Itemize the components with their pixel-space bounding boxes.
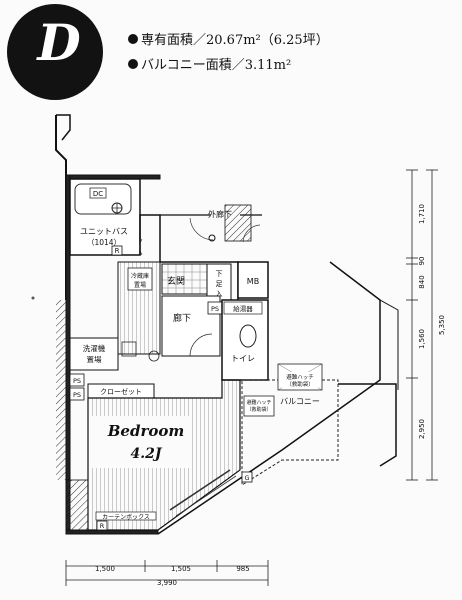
stray-mark: [31, 296, 35, 300]
wall-hatch-bottom: [65, 479, 89, 531]
hatch-2-label: 避難ハッチ: [246, 399, 271, 406]
stove-burner: [148, 350, 160, 362]
unit-bath-room: [69, 178, 141, 256]
wall-hatch-left: [56, 300, 66, 480]
dim-right-total: 5,350: [438, 315, 446, 335]
fridge-label-1: 冷蔵庫: [131, 272, 149, 280]
toilet-label: トイレ: [231, 354, 255, 363]
entrance-label: 玄関: [167, 275, 185, 287]
ps-label-2: PS: [73, 377, 81, 385]
bathtub: [74, 183, 132, 215]
hallway-label: 廊下: [173, 312, 191, 324]
ps-label-1: PS: [211, 305, 219, 313]
outer-corridor-label: 外廊下: [208, 209, 232, 219]
r-mark-bottom: R: [100, 522, 105, 530]
laundry-label-2: 置場: [87, 354, 102, 364]
shoe-box-label-3: 入: [216, 290, 223, 298]
water-heater-label: 給湯器: [233, 304, 253, 313]
unit-bath-size-label: （1014）: [87, 238, 121, 247]
right-dimensions: [406, 169, 438, 481]
fridge-label-2: 置場: [134, 281, 146, 289]
bedroom-name-label: Bedroom: [107, 422, 185, 440]
meter-box: [237, 261, 269, 299]
dim-right-2: 90: [418, 257, 426, 266]
entry-light: [208, 234, 216, 242]
bullet-icon: [128, 59, 138, 69]
toilet-bowl: [239, 324, 257, 348]
dim-right-3: 840: [418, 275, 426, 288]
mb-label: MB: [247, 277, 259, 286]
type-badge: D TYPE: [3, 2, 111, 106]
private-area-text: 専有面積／20.67m²（6.25坪）: [141, 33, 329, 48]
dim-right-4: 1,560: [418, 329, 426, 349]
sink: [121, 341, 137, 357]
badge-type-label: TYPE: [42, 73, 74, 84]
balcony-label: バルコニー: [280, 397, 320, 406]
curtain-box-label: カーテンボックス: [102, 513, 150, 521]
bedroom-size-label: 4.2J: [131, 446, 163, 462]
wall-hatch-entry: [224, 204, 252, 242]
dc-label: DC: [93, 190, 103, 198]
private-area-row: 専有面積／20.67m²（6.25坪）: [128, 28, 329, 53]
hatch-1-label: 避難ハッチ: [286, 373, 314, 381]
shoe-box-label-2: 足: [216, 280, 223, 288]
g-mark: G: [244, 474, 249, 482]
laundry-label-1: 洗濯機: [83, 343, 106, 353]
genkan-floor: [161, 263, 208, 295]
balcony-area-text: バルコニー面積／3.11m²: [141, 58, 292, 73]
dim-bottom-2: 1,505: [171, 565, 191, 573]
closet-label: クローゼット: [100, 387, 142, 396]
bottom-dimensions: [65, 560, 269, 586]
dim-right-5: 2,950: [418, 419, 426, 439]
ps-label-3: PS: [73, 391, 81, 399]
badge-letter: D: [35, 13, 80, 72]
r-mark-top: R: [115, 247, 120, 255]
dim-bottom-3: 985: [236, 565, 249, 573]
hatch-2-sub: （救助袋）: [246, 406, 271, 413]
bullet-icon: [128, 34, 138, 44]
unit-bath-label: ユニットバス: [80, 227, 128, 236]
balcony-area-row: バルコニー面積／3.11m²: [128, 53, 329, 78]
laundry-space: [69, 337, 119, 371]
dim-bottom-total: 3,990: [157, 579, 177, 587]
dim-bottom-1: 1,500: [95, 565, 115, 573]
hatch-1-sub: （救助袋）: [286, 380, 314, 388]
area-specs: 専有面積／20.67m²（6.25坪） バルコニー面積／3.11m²: [128, 28, 329, 78]
escape-hatch-2: [243, 395, 275, 417]
shoe-box-label-1: 下: [216, 270, 223, 278]
dim-right-1: 1,710: [418, 204, 426, 224]
